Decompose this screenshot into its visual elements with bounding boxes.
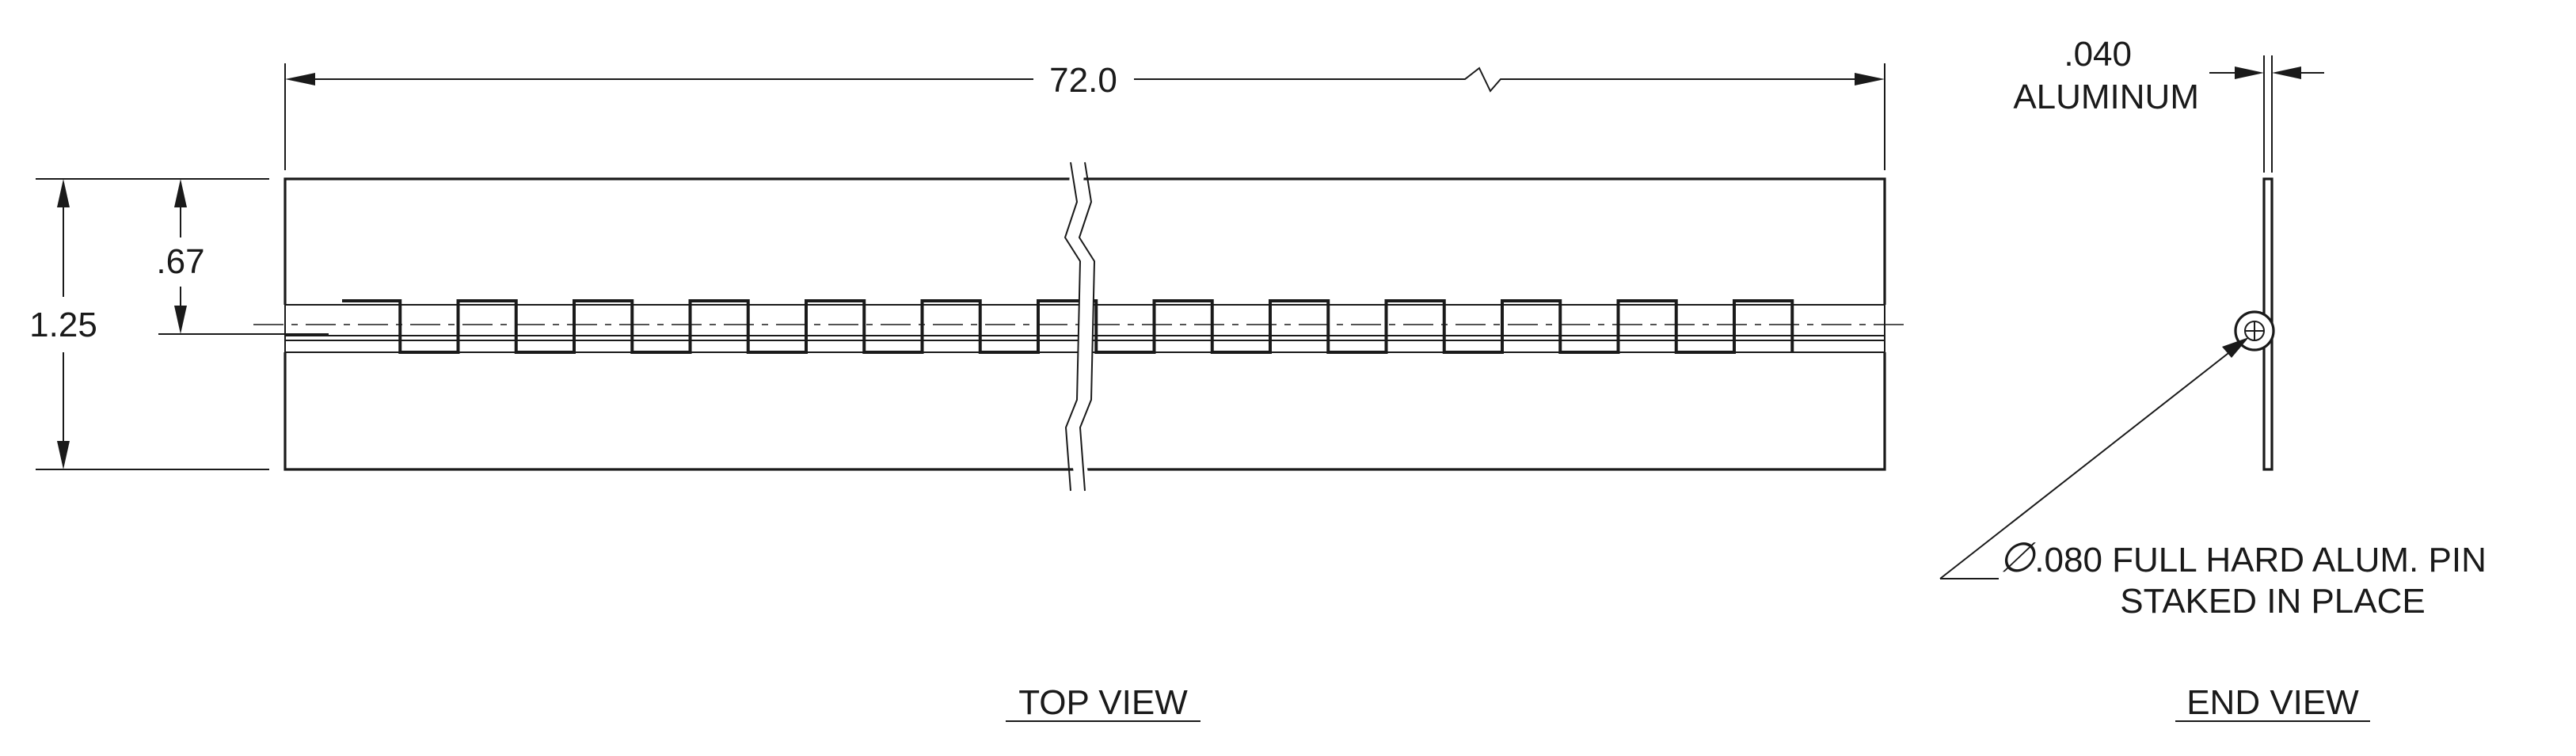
end-view: .040 ALUMINUM ∅.080 FULL HARD ALUM. PIN … [1939,35,2487,722]
diameter-symbol: ∅ [1999,535,2037,581]
pin-callout-line1: ∅.080 FULL HARD ALUM. PIN [1999,535,2487,581]
knuckle-profile [342,299,1794,354]
thickness-dimension: .040 ALUMINUM [2013,35,2324,173]
break-symbol [1064,161,1096,492]
leaf-dimension: .67 [156,179,329,335]
pin-callout-line2: STAKED IN PLACE [2120,582,2426,621]
end-view-label: END VIEW [2186,683,2359,722]
length-dimension: 72.0 [284,61,1885,170]
thickness-text: .040 [2064,35,2132,74]
width-dimension-text: 1.25 [29,306,97,344]
width-dimension: 1.25 [29,178,269,470]
pin-callout: ∅.080 FULL HARD ALUM. PIN STAKED IN PLAC… [1939,337,2487,621]
pin-spec-text: .080 FULL HARD ALUM. PIN [2034,541,2487,579]
material-text: ALUMINUM [2013,78,2199,116]
length-dimension-text: 72.0 [1049,61,1117,100]
top-view: 72.0 1.25 .67 TOP VIEW [29,61,1908,722]
top-view-label: TOP VIEW [1018,683,1188,722]
leaf-dimension-text: .67 [156,242,204,281]
